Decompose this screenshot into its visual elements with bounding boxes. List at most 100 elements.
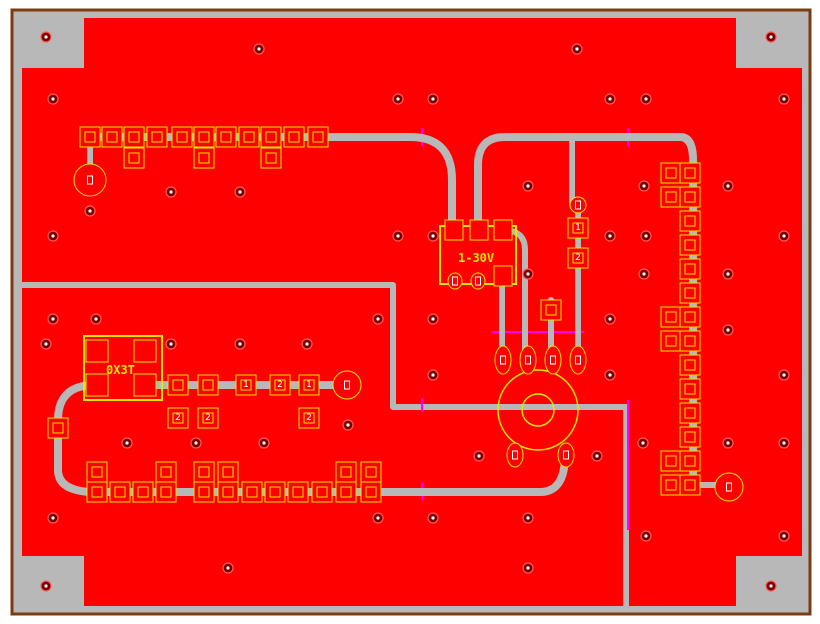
smd-pad-inner [202, 379, 214, 391]
smd-pad [335, 481, 357, 503]
smd-pad [283, 126, 305, 148]
smd-pad-inner [365, 466, 377, 478]
smd-pad [86, 481, 108, 503]
via-hole [169, 190, 173, 194]
smd-pad-inner [265, 131, 277, 143]
smd-pad [146, 126, 168, 148]
smd-pad [679, 378, 701, 400]
pad-number: 2 [277, 380, 283, 390]
smd-pad-inner [292, 486, 304, 498]
smd-pad-inner [198, 131, 210, 143]
smd-pad [260, 126, 282, 148]
via-hole [396, 234, 400, 238]
via-hole [526, 516, 530, 520]
via-hole [726, 328, 730, 332]
via-hole [305, 342, 309, 346]
connector-footprint: 0X3T [83, 335, 163, 401]
smd-pad-inner [340, 486, 352, 498]
connector-label: 0X3T [106, 363, 135, 377]
pad-drill-mark [563, 450, 569, 460]
smd-pad [360, 481, 382, 503]
smd-pad-inner [365, 486, 377, 498]
smd-pad [238, 126, 260, 148]
smd-pad [660, 162, 682, 184]
smd-pad-inner [684, 359, 696, 371]
smd-pad [167, 374, 189, 396]
pad-number: 1 [306, 380, 312, 390]
smd-pad-inner [151, 131, 163, 143]
smd-pad [193, 461, 215, 483]
pad-number: 2 [575, 253, 581, 263]
via-hole [641, 441, 645, 445]
via-hole [642, 184, 646, 188]
via-hole [257, 47, 261, 51]
smd-pad [197, 374, 219, 396]
through-hole-pad [470, 272, 486, 290]
via-hole [644, 234, 648, 238]
smd-pad-inner [84, 131, 96, 143]
via-hole [431, 234, 435, 238]
smd-pad [540, 299, 562, 321]
smd-pad-inner [160, 466, 172, 478]
smd-pad [679, 162, 701, 184]
via-hole [238, 190, 242, 194]
smd-pad-inner [665, 191, 677, 203]
smd-pad-inner [288, 131, 300, 143]
via-hole [44, 35, 48, 39]
round-pads-layer [73, 163, 744, 502]
via-hole [608, 97, 612, 101]
smd-pad-inner [172, 379, 184, 391]
smd-pad [47, 417, 69, 439]
smd-pad-inner [665, 167, 677, 179]
smd-pad [193, 147, 215, 169]
via-hole [526, 566, 530, 570]
via-hole [595, 454, 599, 458]
smd-pad-inner [222, 486, 234, 498]
smd-pad-inner [572, 252, 584, 264]
via-hole [642, 272, 646, 276]
regulator-label: 1-30V [458, 251, 494, 265]
smd-pad [679, 210, 701, 232]
smd-pad-inner [684, 263, 696, 275]
via-hole [376, 516, 380, 520]
via-hole [608, 234, 612, 238]
via-hole [769, 35, 773, 39]
pad-drill-mark [475, 276, 481, 286]
smd-pad-inner [198, 152, 210, 164]
smd-pad-inner [246, 486, 258, 498]
through-hole-pad [519, 345, 537, 375]
smd-pad [260, 147, 282, 169]
via-hole [644, 97, 648, 101]
smd-pad [360, 461, 382, 483]
via-hole [169, 342, 173, 346]
smd-pad [311, 481, 333, 503]
smd-pad-inner [684, 239, 696, 251]
smd-pad [679, 258, 701, 280]
via-hole [782, 534, 786, 538]
via-hole [51, 516, 55, 520]
pad-drill-mark [575, 200, 581, 210]
via-hole [262, 441, 266, 445]
smd-pad [679, 306, 701, 328]
pad-drill-mark [500, 355, 506, 365]
smd-pad-inner [665, 335, 677, 347]
copper-pour [22, 18, 802, 606]
through-hole-pad [447, 272, 463, 290]
smd-pad [335, 461, 357, 483]
through-hole-pad [73, 163, 107, 197]
pad-drill-mark [344, 380, 350, 390]
smd-pad-inner [128, 131, 140, 143]
smd-pad-inner [128, 152, 140, 164]
smd-pad-inner [684, 287, 696, 299]
smd-pad [155, 461, 177, 483]
smd-pad-inner [172, 412, 184, 424]
smd-pad [679, 354, 701, 376]
via-hole [51, 317, 55, 321]
pad-drill-mark [452, 276, 458, 286]
through-hole-pad [714, 472, 744, 502]
isolation-channel-left [19, 282, 629, 609]
smd-pad-inner [114, 486, 126, 498]
smd-pad-inner [274, 379, 286, 391]
smd-pad-inner [198, 486, 210, 498]
smd-pad-inner [684, 455, 696, 467]
